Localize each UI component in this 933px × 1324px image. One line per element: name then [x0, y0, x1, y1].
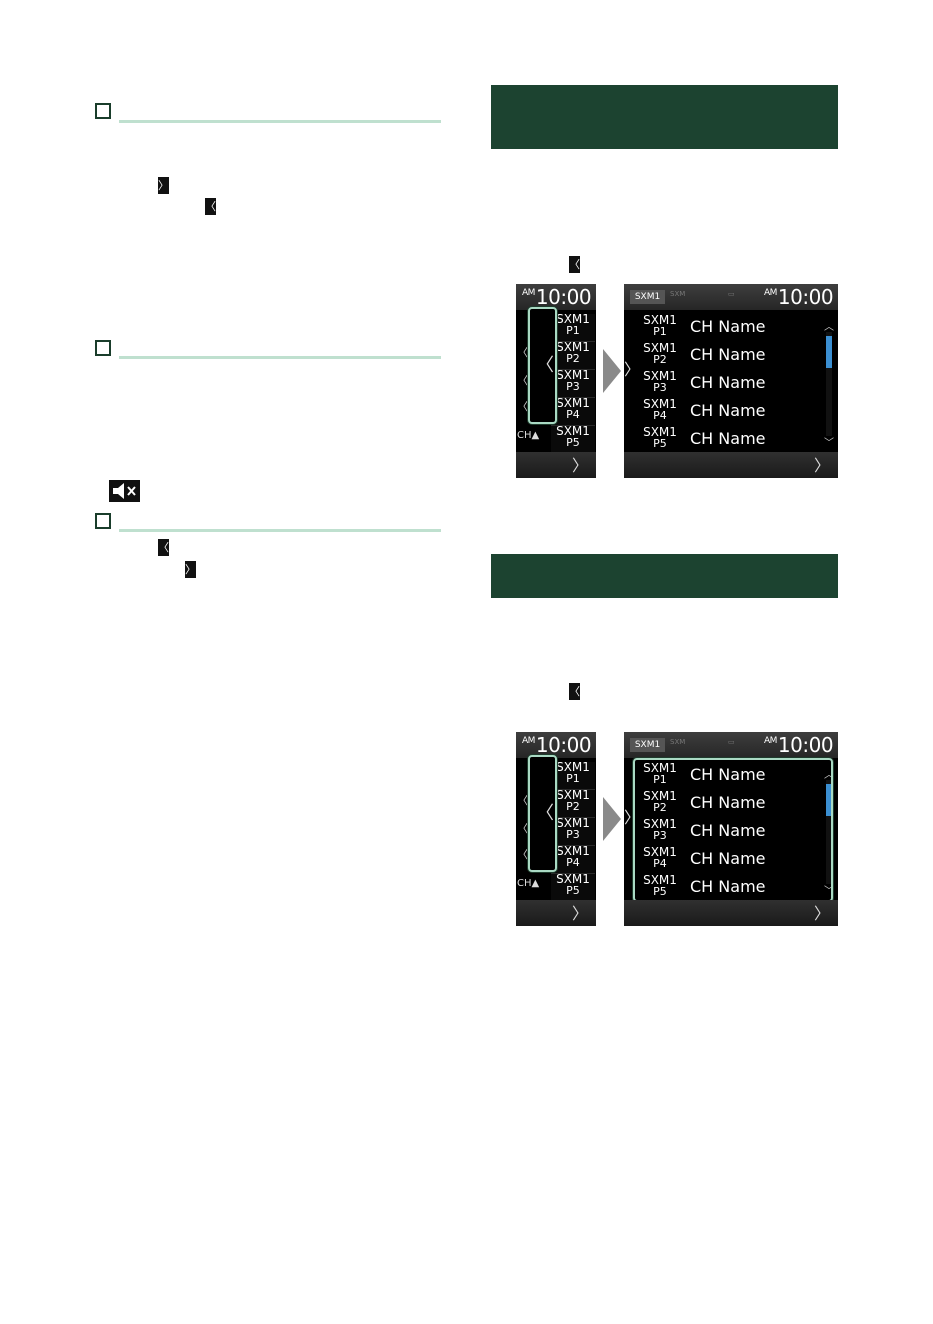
chevron-left-icon: 〈 — [517, 822, 528, 835]
chevron-left-icon: 〈 — [517, 848, 528, 861]
chevron-left-icon: 〈 — [517, 794, 528, 807]
section-header-2 — [491, 554, 838, 598]
scrollbar[interactable] — [826, 332, 832, 436]
section-rule-1 — [119, 120, 441, 123]
section-rule-3 — [119, 529, 441, 532]
chevron-left-icon: 〈 — [569, 256, 580, 273]
drawer-handle[interactable]: 〈 — [528, 755, 557, 872]
chevron-left-icon: 〈 — [517, 374, 528, 387]
chevron-left-icon: 〈 — [517, 400, 528, 413]
chevron-left-icon: 〈 — [158, 539, 169, 556]
scroll-up-icon[interactable]: ︿ — [824, 322, 834, 333]
band-tag: SXM1 — [630, 290, 665, 304]
ch-up-label: CH▲ — [517, 878, 540, 889]
chevron-right-icon[interactable]: 〉 — [624, 808, 641, 827]
scroll-up-icon[interactable]: ︿ — [824, 770, 834, 781]
chevron-left-icon: 〈 — [517, 346, 528, 359]
scroll-thumb[interactable] — [826, 784, 832, 816]
scroll-down-icon[interactable]: ﹀ — [824, 438, 834, 449]
chevron-right-icon[interactable]: 〉 — [813, 904, 830, 923]
section-checkbox-3 — [95, 513, 111, 529]
scrollbar[interactable] — [826, 780, 832, 884]
section-header-1 — [491, 85, 838, 149]
section-checkbox-1 — [95, 103, 111, 119]
drawer-handle[interactable]: 〈 — [528, 307, 557, 424]
chevron-right-icon[interactable]: 〉 — [624, 360, 641, 379]
chevron-right-icon[interactable]: 〉 — [813, 456, 830, 475]
band-tag: SXM1 — [630, 738, 665, 752]
chevron-right-icon: 〉 — [185, 561, 196, 578]
transition-arrow-icon — [603, 797, 621, 841]
chevron-left-icon: 〈 — [569, 683, 580, 700]
ch-up-label: CH▲ — [517, 430, 540, 441]
transition-arrow-icon — [603, 349, 621, 393]
list-highlight-frame — [633, 758, 833, 902]
chevron-right-icon[interactable]: 〉 — [571, 456, 588, 475]
scroll-thumb[interactable] — [826, 336, 832, 368]
scroll-down-icon[interactable]: ﹀ — [824, 886, 834, 897]
chevron-right-icon[interactable]: 〉 — [571, 904, 588, 923]
speaker-mute-icon — [109, 480, 140, 502]
chevron-left-icon: 〈 — [536, 803, 554, 824]
section-rule-2 — [119, 356, 441, 359]
chevron-left-icon: 〈 — [205, 198, 216, 215]
chevron-right-icon: 〉 — [158, 177, 169, 194]
section-checkbox-2 — [95, 340, 111, 356]
chevron-left-icon: 〈 — [536, 355, 554, 376]
